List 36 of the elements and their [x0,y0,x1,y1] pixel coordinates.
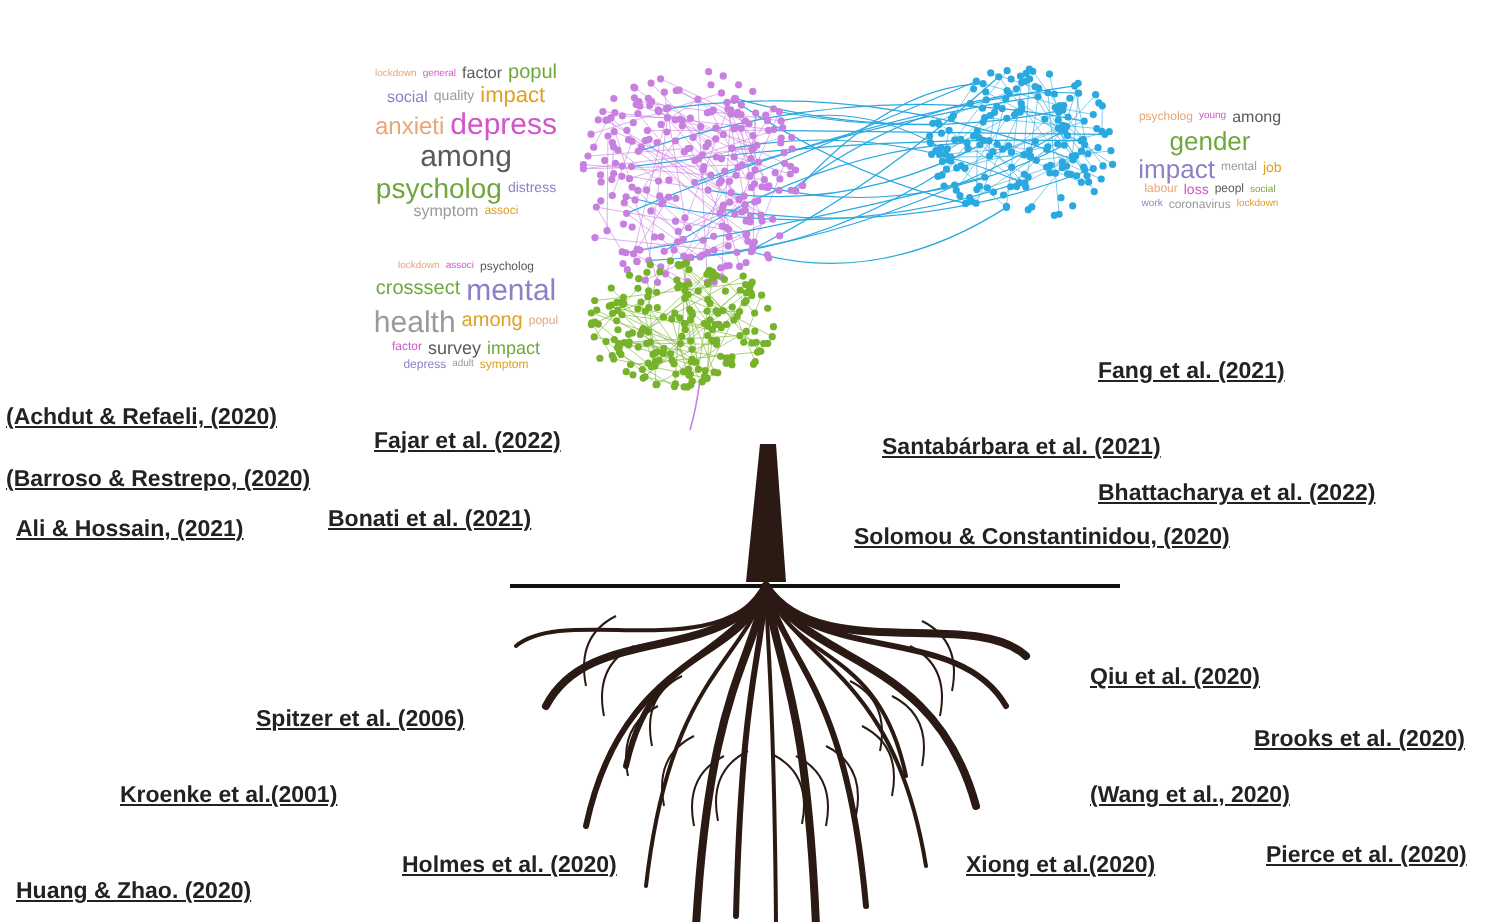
citation-reference: Brooks et al. (2020) [1254,730,1465,753]
citation-reference: Bhattacharya et al. (2022) [1098,484,1376,507]
citation-reference: (Achdut & Refaeli, (2020) [6,408,277,431]
citation-reference: Spitzer et al. (2006) [256,710,465,733]
citation-reference: (Wang et al., 2020) [1090,786,1290,809]
citation-reference: Pierce et al. (2020) [1266,846,1467,869]
word-cloud-term: among [1232,109,1282,125]
citation-reference: Kroenke et al.(2001) [120,786,338,809]
citation-reference: Fajar et al. (2022) [374,432,561,455]
word-cloud-term: mental [466,275,557,305]
citation-reference: Holmes et al. (2020) [402,856,617,879]
citation-reference: Qiu et al. (2020) [1090,668,1261,691]
word-cloud-term: social [386,89,428,105]
citation-reference: Huang & Zhao. (2020) [16,882,252,905]
word-cloud-term: gender [1169,127,1251,153]
citation-reference: Bonati et al. (2021) [328,510,532,533]
word-cloud-term: health [373,307,456,337]
word-cloud-term: among [420,142,512,172]
word-cloud-term: impact [480,86,546,108]
word-cloud-term: impact [487,339,541,357]
word-cloud-term: factor [462,66,503,82]
word-cloud-term: anxieti [374,113,445,137]
citation-reference: Fang et al. (2021) [1098,362,1285,385]
word-cloud-term: popul [508,64,558,84]
word-cloud-term: among [461,312,523,332]
citation-reference: (Barroso & Restrepo, (2020) [6,470,311,493]
citation-reference: Santabárbara et al. (2021) [882,438,1161,461]
word-cloud-term: crosssect [375,280,461,300]
word-cloud-term: symptom [413,204,479,220]
word-cloud-term: depress [450,110,558,140]
word-cloud-term: psycholog [375,174,502,202]
citation-reference: Solomou & Constantinidou, (2020) [854,528,1230,551]
citation-reference: Xiong et al.(2020) [966,856,1156,879]
word-cloud-term: survey [427,339,481,357]
citation-reference: Ali & Hossain, (2021) [16,520,244,543]
word-cloud-term: impact [1138,155,1215,181]
